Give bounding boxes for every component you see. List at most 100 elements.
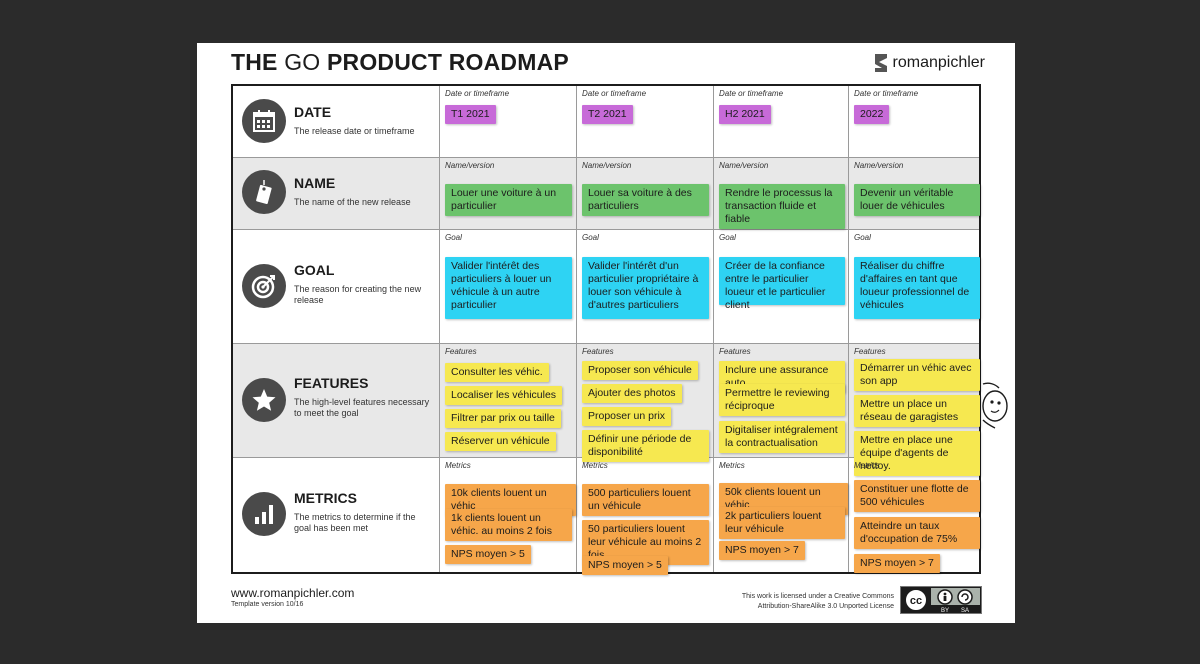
row-desc-features: The high-level features necessary to mee… (294, 397, 430, 418)
cell-caption: Name/version (445, 161, 495, 170)
goal-note: Réaliser du chiffre d'affaires en tant q… (854, 257, 980, 319)
row-title-goal: GOAL (294, 262, 335, 278)
row-title-date: DATE (294, 104, 332, 120)
cell-caption: Name/version (854, 161, 904, 170)
cell-caption: Goal (854, 233, 871, 242)
cell-caption: Date or timeframe (719, 89, 784, 98)
cell-caption: Features (854, 347, 886, 356)
cell-caption: Features (719, 347, 751, 356)
cc-sa-label: SA (961, 608, 969, 613)
row-label-name: NAME The name of the new release (233, 158, 440, 229)
feature-note: Ajouter des photos (582, 384, 682, 403)
cell-goal-1: Goal Valider l'intérêt des particuliers … (440, 230, 577, 343)
cell-caption: Metrics (445, 461, 471, 470)
title-light: GO (284, 49, 321, 75)
feature-note: Localiser les véhicules (445, 386, 563, 405)
feature-note: Définir une période de disponibilité (582, 430, 709, 462)
title-bold-1: THE (231, 49, 278, 75)
cell-caption: Features (582, 347, 614, 356)
cell-caption: Metrics (719, 461, 745, 470)
cell-date-3: Date or timeframe H2 2021 (714, 86, 849, 157)
metric-note: Atteindre un taux d'occupation de 75% (854, 517, 980, 549)
romanpichler-logo-icon (874, 54, 887, 72)
cell-name-4: Name/version Devenir un véritable louer … (849, 158, 980, 229)
metric-note: 2k particuliers louent leur véhicule (719, 507, 845, 539)
cell-date-4: Date or timeframe 2022 (849, 86, 979, 157)
license-line-1: This work is licensed under a Creative C… (741, 593, 894, 600)
feature-note: Mettre en place une équipe d'agents de n… (854, 431, 980, 476)
feature-note: Consulter les véhic. (445, 363, 549, 382)
name-note: Rendre le processus la transaction fluid… (719, 184, 845, 229)
cell-caption: Name/version (719, 161, 769, 170)
cell-features-2: Features Proposer son véhicule Ajouter d… (577, 344, 714, 462)
cc-by-label: BY (941, 608, 949, 613)
row-desc-goal: The reason for creating the new release (294, 284, 422, 305)
cell-caption: Name/version (582, 161, 632, 170)
goal-note: Créer de la confiance entre le particuli… (719, 257, 845, 311)
row-desc-name: The name of the new release (294, 197, 411, 207)
row-goal: GOAL The reason for creating the new rel… (233, 230, 980, 344)
cell-name-1: Name/version Louer une voiture à un part… (440, 158, 577, 229)
cell-caption: Date or timeframe (445, 89, 510, 98)
date-note: 2022 (854, 105, 890, 124)
tag-icon (242, 170, 286, 214)
target-icon (242, 264, 286, 308)
cell-caption: Goal (582, 233, 599, 242)
name-note: Devenir un véritable louer de véhicules (854, 184, 980, 216)
row-desc-metrics: The metrics to determine if the goal has… (294, 512, 416, 533)
cell-date-1: Date or timeframe T1 2021 (440, 86, 577, 157)
footer-url[interactable]: www.romanpichler.com (231, 586, 355, 600)
cell-goal-2: Goal Valider l'intérêt d'un particulier … (577, 230, 714, 343)
cell-metrics-1: Metrics 10k clients louent un véhic 1k c… (440, 458, 577, 572)
date-note: T2 2021 (582, 105, 633, 124)
cell-features-1: Features Consulter les véhic. Localiser … (440, 344, 577, 457)
license-line-2: Attribution-ShareAlike 3.0 Unported Lice… (757, 603, 894, 610)
name-note: Louer sa voiture à des particuliers (582, 184, 709, 216)
cell-metrics-3: Metrics 50k clients louent un véhic 2k p… (714, 458, 849, 572)
feature-note: Proposer un prix (582, 407, 672, 426)
row-label-features: FEATURES The high-level features necessa… (233, 344, 440, 457)
cell-goal-3: Goal Créer de la confiance entre le part… (714, 230, 849, 343)
metric-note: 50 particuliers louent leur véhicule au … (582, 520, 709, 565)
row-label-metrics: METRICS The metrics to determine if the … (233, 458, 440, 572)
feature-note: Démarrer un véhic avec son app (854, 359, 980, 391)
row-label-date: DATE The release date or timeframe (233, 86, 440, 157)
calendar-icon (242, 99, 286, 143)
feature-note: Mettre un place un réseau de garagistes (854, 395, 980, 427)
feature-note: Filtrer par prix ou taille (445, 409, 561, 428)
feature-note: Proposer son véhicule (582, 361, 698, 380)
feature-note: Permettre le reviewing réciproque (719, 384, 845, 416)
cell-date-2: Date or timeframe T2 2021 (577, 86, 714, 157)
goal-note: Valider l'intérêt des particuliers à lou… (445, 257, 572, 319)
bar-chart-icon (242, 492, 286, 536)
row-label-goal: GOAL The reason for creating the new rel… (233, 230, 440, 343)
cell-caption: Goal (445, 233, 462, 242)
metric-note: Constituer une flotte de 500 véhicules (854, 480, 980, 512)
footer-version: Template version 10/16 (231, 601, 304, 608)
cell-caption: Metrics (854, 461, 880, 470)
star-icon (242, 378, 286, 422)
creative-commons-badge-icon[interactable]: cc BY SA (900, 586, 982, 614)
metric-note: NPS moyen > 7 (719, 541, 805, 560)
row-metrics: METRICS The metrics to determine if the … (233, 458, 980, 575)
cell-features-4: Features Démarrer un véhic avec son app … (849, 344, 980, 476)
metric-note: 500 particuliers louent un véhicule (582, 484, 709, 516)
cell-name-3: Name/version Rendre le processus la tran… (714, 158, 849, 229)
peeking-character-doodle (982, 382, 1008, 429)
cell-metrics-4: Metrics Constituer une flotte de 500 véh… (849, 458, 980, 573)
row-title-name: NAME (294, 175, 336, 191)
brand-logo: romanpichler (873, 52, 985, 74)
metric-note: 1k clients louent un véhic. au moins 2 f… (445, 509, 572, 541)
feature-note: Digitaliser intégralement la contractual… (719, 421, 845, 453)
cell-caption: Date or timeframe (582, 89, 647, 98)
roadmap-grid: DATE The release date or timeframe Date … (231, 84, 981, 575)
goal-note: Valider l'intérêt d'un particulier propr… (582, 257, 709, 319)
svg-text:cc: cc (910, 595, 922, 607)
roadmap-page: THE GO PRODUCT ROADMAP romanpichler (197, 43, 1015, 623)
row-desc-date: The release date or timeframe (294, 126, 415, 136)
cell-goal-4: Goal Réaliser du chiffre d'affaires en t… (849, 230, 980, 343)
title-bold-2: PRODUCT ROADMAP (326, 49, 569, 75)
cell-metrics-2: Metrics 500 particuliers louent un véhic… (577, 458, 714, 575)
row-title-metrics: METRICS (294, 490, 357, 506)
cell-caption: Date or timeframe (854, 89, 919, 98)
